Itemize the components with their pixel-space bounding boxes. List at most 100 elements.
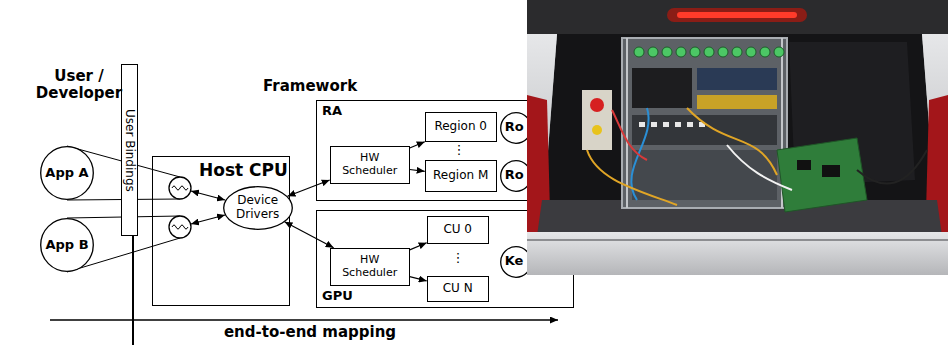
driver-ellipse: Device Drivers bbox=[223, 186, 293, 230]
column-heading-holder: Framework bbox=[263, 78, 383, 95]
driver-name: Device Drivers bbox=[231, 194, 284, 222]
connector-knobs-part bbox=[746, 47, 756, 57]
rack-rail bbox=[626, 38, 628, 208]
column-heading: Framework bbox=[263, 78, 383, 95]
kernel-name: Ke bbox=[505, 254, 524, 269]
wave-symbol bbox=[172, 225, 188, 229]
cables-part bbox=[631, 108, 648, 200]
region-name: Region M bbox=[433, 169, 488, 183]
car-trunk-photo bbox=[527, 0, 948, 275]
axis-label-holder: end-to-end mapping bbox=[190, 324, 430, 341]
wave-symbol bbox=[172, 186, 188, 190]
connector-arrow bbox=[410, 170, 425, 172]
compute-unit-name: CU 0 bbox=[443, 223, 472, 237]
connector-knobs-part bbox=[690, 47, 700, 57]
ports-part bbox=[639, 122, 645, 127]
connector-knobs-part bbox=[634, 47, 644, 57]
connector-knobs-part bbox=[732, 47, 742, 57]
ellipsis-mark: ⋮ bbox=[452, 143, 466, 156]
connector-knobs-part bbox=[718, 47, 728, 57]
driver-arrow bbox=[191, 215, 225, 224]
driver-ellipse-outline bbox=[223, 186, 292, 229]
binding-box: User Bindings bbox=[121, 64, 138, 236]
cables-part bbox=[612, 110, 647, 160]
rack-device bbox=[632, 150, 777, 200]
brake-light-glow bbox=[667, 8, 807, 22]
host-title: Host CPU bbox=[199, 161, 288, 181]
compute-unit-box: CU 0 bbox=[427, 216, 489, 244]
connector-knobs-part bbox=[704, 47, 714, 57]
scheduler-name: HW Scheduler bbox=[335, 254, 405, 279]
bumper-edge bbox=[527, 239, 948, 241]
scheduler-box: HW Scheduler bbox=[330, 248, 410, 286]
cables bbox=[587, 108, 927, 205]
role-name: Ro bbox=[505, 168, 524, 183]
ellipsis-mark-holder: ⋮ bbox=[451, 251, 465, 264]
connector-arrow bbox=[285, 222, 334, 248]
accelerator-title: RA bbox=[322, 104, 342, 119]
app-name: App A bbox=[45, 166, 88, 181]
driver-arrow bbox=[191, 191, 225, 200]
axis-label: end-to-end mapping bbox=[190, 324, 430, 341]
estop-box bbox=[582, 90, 612, 150]
connector-arrow bbox=[410, 277, 427, 281]
app-circle: App B bbox=[40, 218, 94, 272]
ellipsis-mark: ⋮ bbox=[451, 251, 465, 264]
estop-button bbox=[592, 125, 602, 135]
region-box: Region 0 bbox=[425, 112, 497, 142]
role-name: Ro bbox=[505, 120, 524, 135]
column-heading: User / Developer bbox=[33, 68, 125, 103]
bumper bbox=[527, 232, 948, 275]
cables-part bbox=[587, 150, 677, 205]
app-circle-outline bbox=[41, 219, 94, 272]
role-circle: Ro bbox=[500, 112, 532, 144]
cables-part bbox=[687, 108, 777, 175]
app-circle-outline bbox=[41, 147, 94, 200]
connector-arrow bbox=[410, 243, 427, 250]
brake-light bbox=[677, 12, 797, 18]
role-circle-outline bbox=[500, 160, 531, 191]
app-name: App B bbox=[45, 238, 88, 253]
ports-part bbox=[675, 122, 681, 127]
trunk-opening bbox=[542, 34, 937, 228]
kernel-circle-outline bbox=[500, 246, 531, 277]
circuit-board bbox=[777, 138, 867, 212]
cables-part bbox=[857, 150, 927, 184]
ports-part bbox=[687, 122, 693, 127]
cables-part bbox=[727, 145, 792, 190]
connector-knobs-part bbox=[676, 47, 686, 57]
connector-knobs-part bbox=[648, 47, 658, 57]
chip bbox=[797, 160, 811, 170]
rack-device bbox=[632, 68, 692, 108]
column-heading-holder: User / Developer bbox=[33, 68, 125, 103]
compute-unit-box: CU N bbox=[427, 276, 489, 302]
gpu-title: GPU bbox=[322, 289, 353, 304]
kernel-circle: Ke bbox=[500, 246, 532, 278]
connector-knobs bbox=[634, 47, 784, 57]
equipment-rack bbox=[622, 38, 787, 208]
mapping-arrow bbox=[50, 319, 558, 320]
trunk-lid bbox=[527, 0, 948, 34]
role-circle-outline bbox=[500, 112, 531, 143]
region-box: Region M bbox=[425, 160, 497, 192]
region-name: Region 0 bbox=[434, 120, 487, 134]
connector-knobs-part bbox=[662, 47, 672, 57]
ellipsis-mark-holder: ⋮ bbox=[452, 143, 466, 156]
chip bbox=[822, 165, 840, 177]
wave-symbol bbox=[169, 216, 191, 238]
connector-arrow bbox=[288, 180, 330, 196]
binding-name: User Bindings bbox=[123, 109, 137, 192]
estop-button bbox=[590, 98, 604, 112]
rack-device bbox=[632, 115, 777, 145]
wave-symbol bbox=[169, 177, 191, 199]
connector-knobs-part bbox=[774, 47, 784, 57]
scheduler-box: HW Scheduler bbox=[330, 146, 410, 184]
accelerator-box: RAHW SchedulerRegion 0Region MRoRo bbox=[316, 100, 546, 201]
ports-part bbox=[651, 122, 657, 127]
scheduler-name: HW Scheduler bbox=[335, 152, 405, 177]
connector-knobs-part bbox=[760, 47, 770, 57]
rack-device bbox=[697, 68, 777, 90]
role-circle: Ro bbox=[500, 160, 532, 192]
ports-part bbox=[663, 122, 669, 127]
